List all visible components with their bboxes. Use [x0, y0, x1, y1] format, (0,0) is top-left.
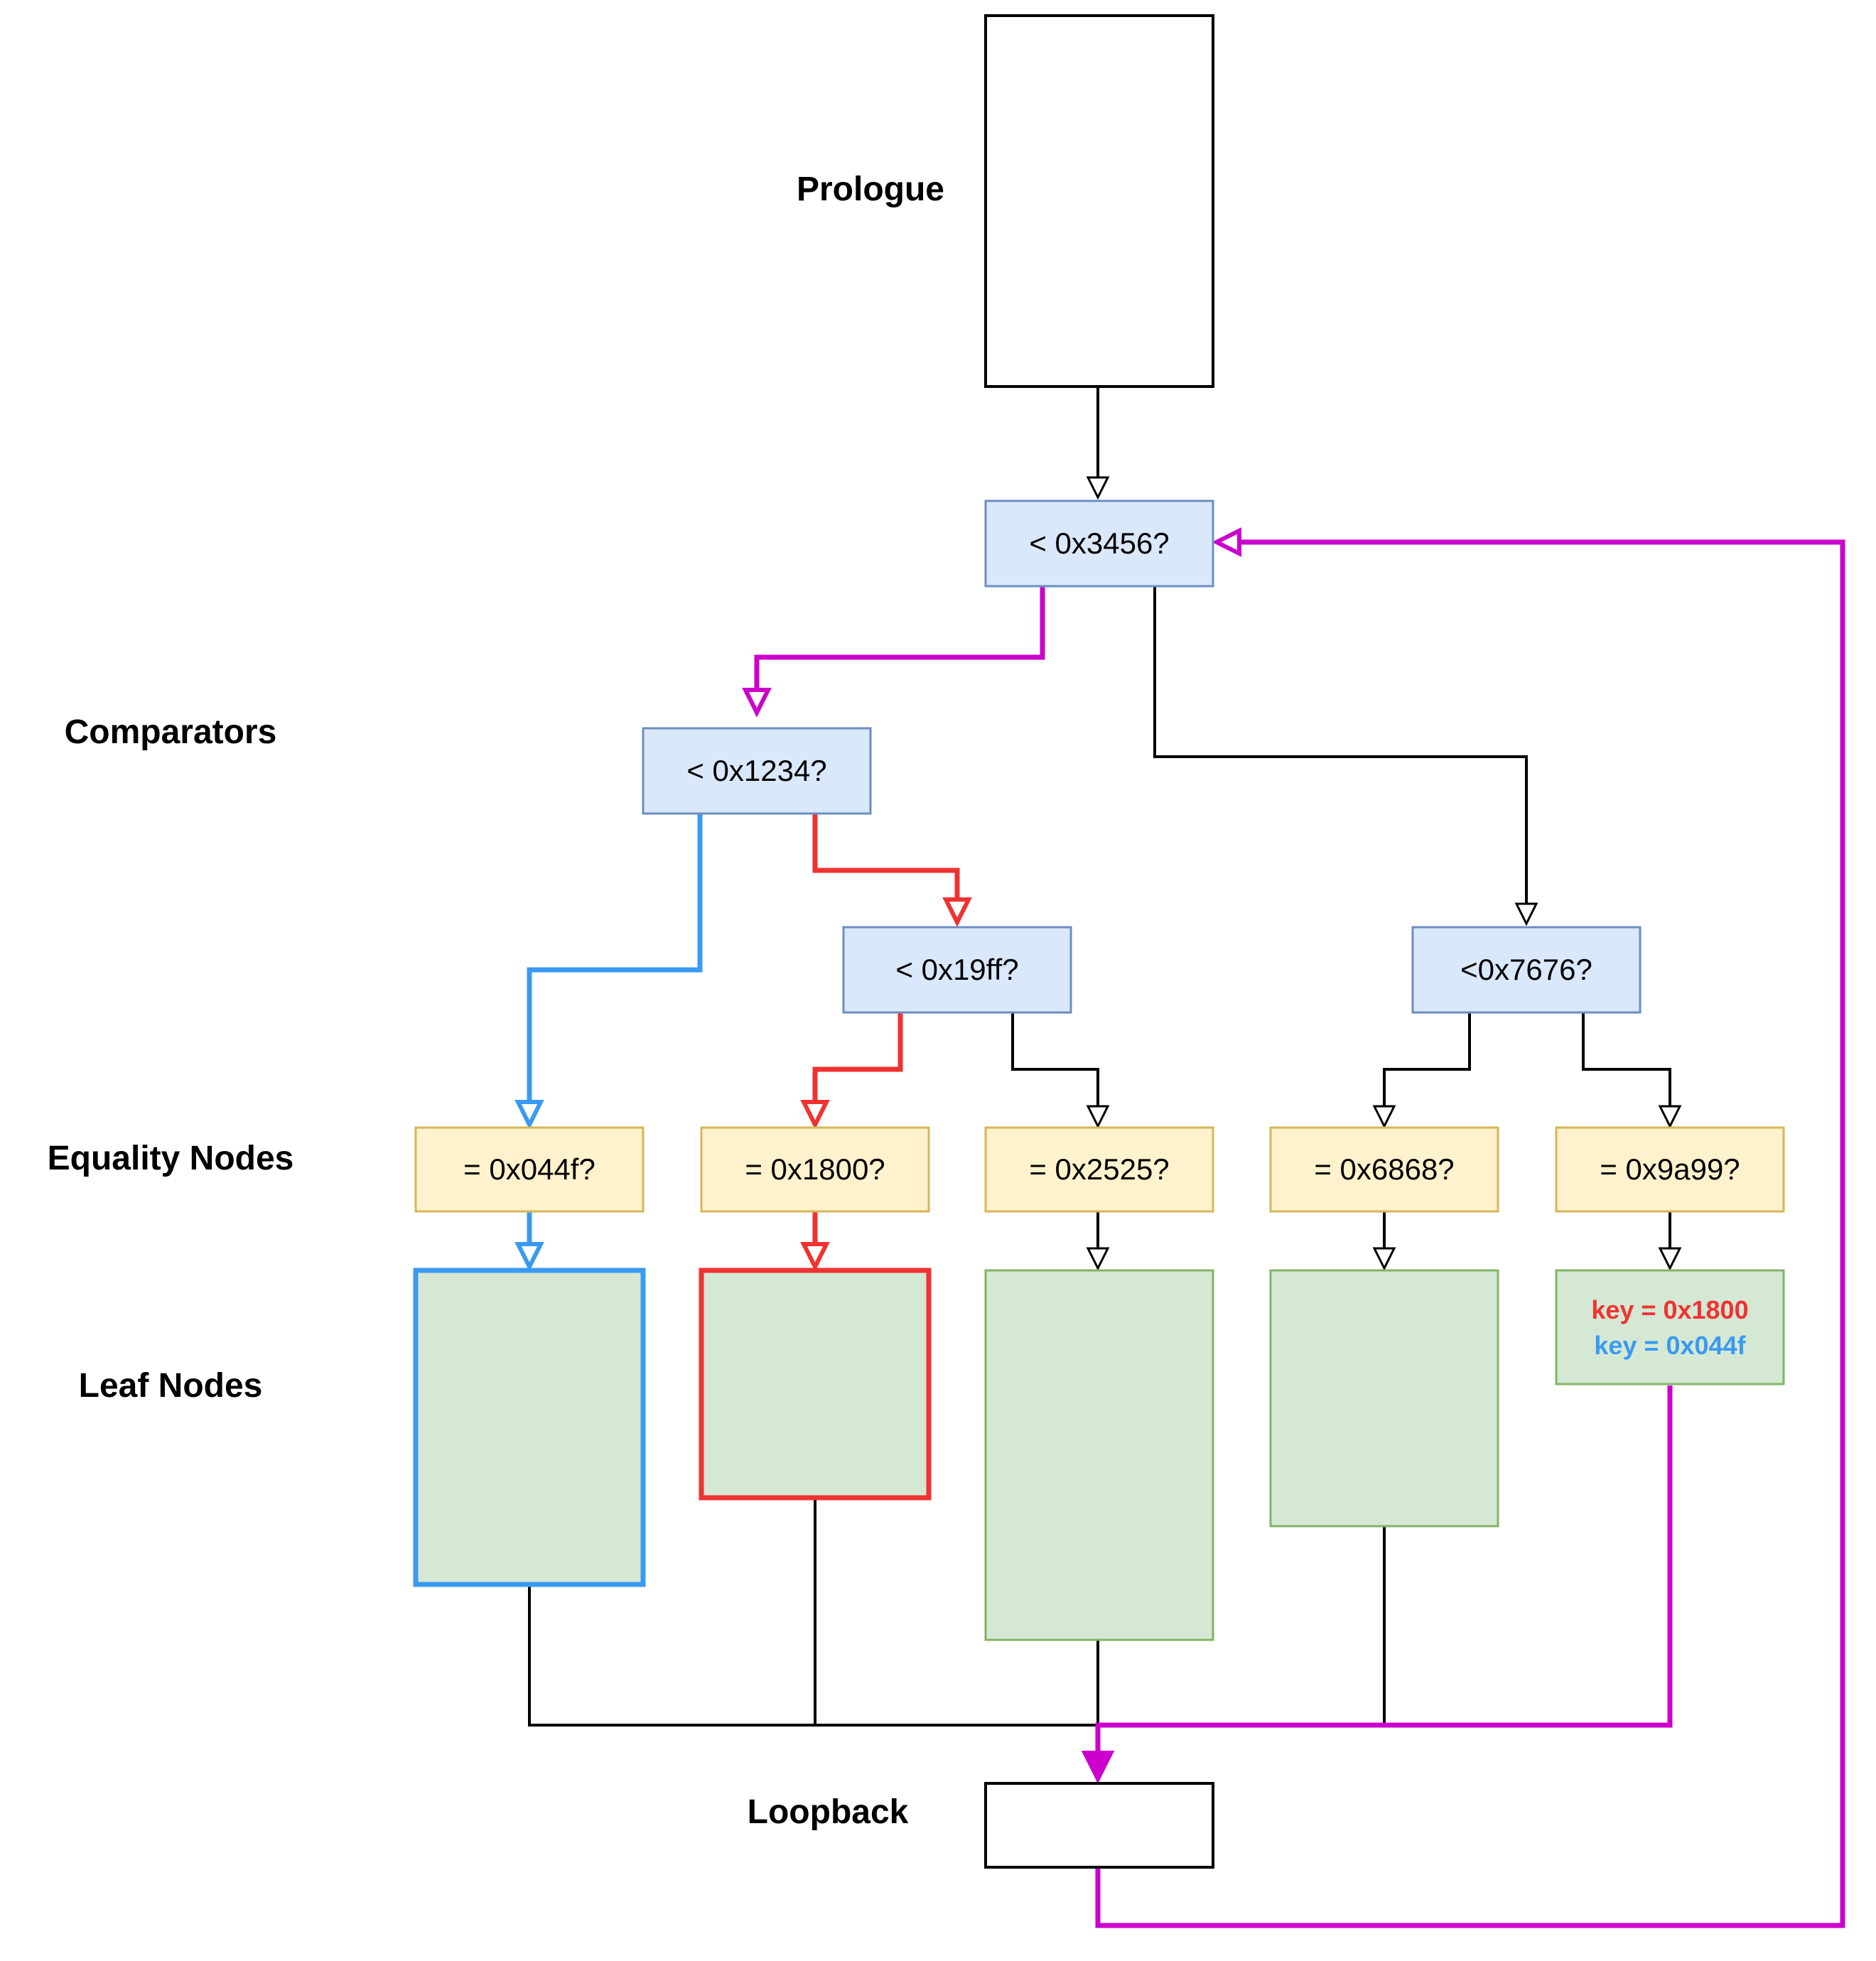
equality-node-2-label: = 0x1800? [745, 1152, 885, 1186]
arrowhead-e1 [514, 1100, 544, 1130]
label-leaf-nodes: Leaf Nodes [79, 1367, 263, 1405]
edge-mid-to-e3 [1011, 1013, 1099, 1126]
edge-right-to-e4 [1383, 1013, 1471, 1126]
comparator-right-label: <0x7676? [1460, 953, 1592, 986]
comparator-left: < 0x1234? [642, 727, 872, 815]
equality-node-5: = 0x9a99? [1555, 1126, 1785, 1213]
arrowhead-root [1086, 476, 1110, 500]
edge-root-to-left [754, 587, 1045, 693]
arrowhead-leaf2 [800, 1242, 830, 1272]
label-comparators: Comparators [65, 713, 277, 751]
edge-root-to-right [1153, 587, 1528, 924]
arrowhead-leaf1 [514, 1242, 544, 1272]
arrowhead-leaf4 [1372, 1247, 1396, 1271]
equality-node-5-label: = 0x9a99? [1600, 1152, 1740, 1186]
black-arrowheads [1086, 476, 1682, 1271]
leaf-key-red: key = 0x1800 [1591, 1295, 1748, 1324]
arrowhead-leaf5 [1658, 1247, 1682, 1271]
arrowhead-root-loop [1212, 527, 1241, 557]
comparator-mid: < 0x19ff? [842, 926, 1072, 1014]
edge-right-to-e5 [1582, 1013, 1671, 1126]
comparator-left-label: < 0x1234? [686, 754, 826, 787]
edge-left-to-e1 [527, 814, 703, 1105]
equality-node-1: = 0x044f? [414, 1126, 645, 1213]
arrowhead-left-comparator [742, 688, 772, 718]
equality-node-4-label: = 0x6868? [1314, 1152, 1454, 1186]
equality-node-3: = 0x2525? [984, 1126, 1214, 1213]
comparator-mid-label: < 0x19ff? [895, 953, 1018, 986]
comparator-root: < 0x3456? [984, 499, 1214, 588]
arrowhead-loopback [1081, 1751, 1115, 1784]
arrowhead-e2 [800, 1100, 830, 1130]
leaf-node-3 [984, 1269, 1214, 1641]
magenta-arrowheads [742, 527, 1241, 718]
comparator-right: <0x7676? [1411, 926, 1642, 1014]
arrowhead-mid [942, 897, 972, 927]
prologue-block [984, 14, 1214, 388]
equality-node-2: = 0x1800? [700, 1126, 930, 1213]
equality-node-4: = 0x6868? [1269, 1126, 1499, 1213]
edge-mid-to-e2 [812, 1013, 903, 1105]
label-loopback: Loopback [748, 1793, 909, 1831]
arrowhead-leaf3 [1086, 1247, 1110, 1271]
leaf-node-2 [699, 1268, 932, 1501]
edge-loopback-to-root [1095, 539, 1845, 1928]
comparator-root-label: < 0x3456? [1029, 526, 1169, 560]
arrowhead-e5 [1658, 1105, 1682, 1129]
arrowhead-right-comparator [1514, 902, 1538, 927]
red-arrowheads [800, 897, 972, 1272]
loopback-block [984, 1782, 1214, 1869]
label-equality-nodes: Equality Nodes [48, 1140, 294, 1177]
equality-node-1-label: = 0x044f? [463, 1152, 595, 1186]
equality-node-3-label: = 0x2525? [1029, 1152, 1169, 1186]
leaf-key-blue: key = 0x044f [1594, 1331, 1746, 1360]
edge-left-to-mid [812, 814, 960, 902]
arrowhead-e4 [1372, 1105, 1396, 1129]
leaf-node-1 [413, 1268, 646, 1587]
edge-leaf5-to-loopback [1095, 1385, 1673, 1755]
magenta-path [754, 539, 1845, 1928]
arrowhead-e3 [1086, 1105, 1110, 1129]
leaf-node-5: key = 0x1800 key = 0x044f [1555, 1269, 1785, 1385]
edge-leaf1-to-merge [528, 1584, 1098, 1727]
blue-arrowheads [514, 1100, 544, 1272]
leaf-node-4 [1269, 1269, 1499, 1528]
label-prologue: Prologue [797, 171, 944, 208]
